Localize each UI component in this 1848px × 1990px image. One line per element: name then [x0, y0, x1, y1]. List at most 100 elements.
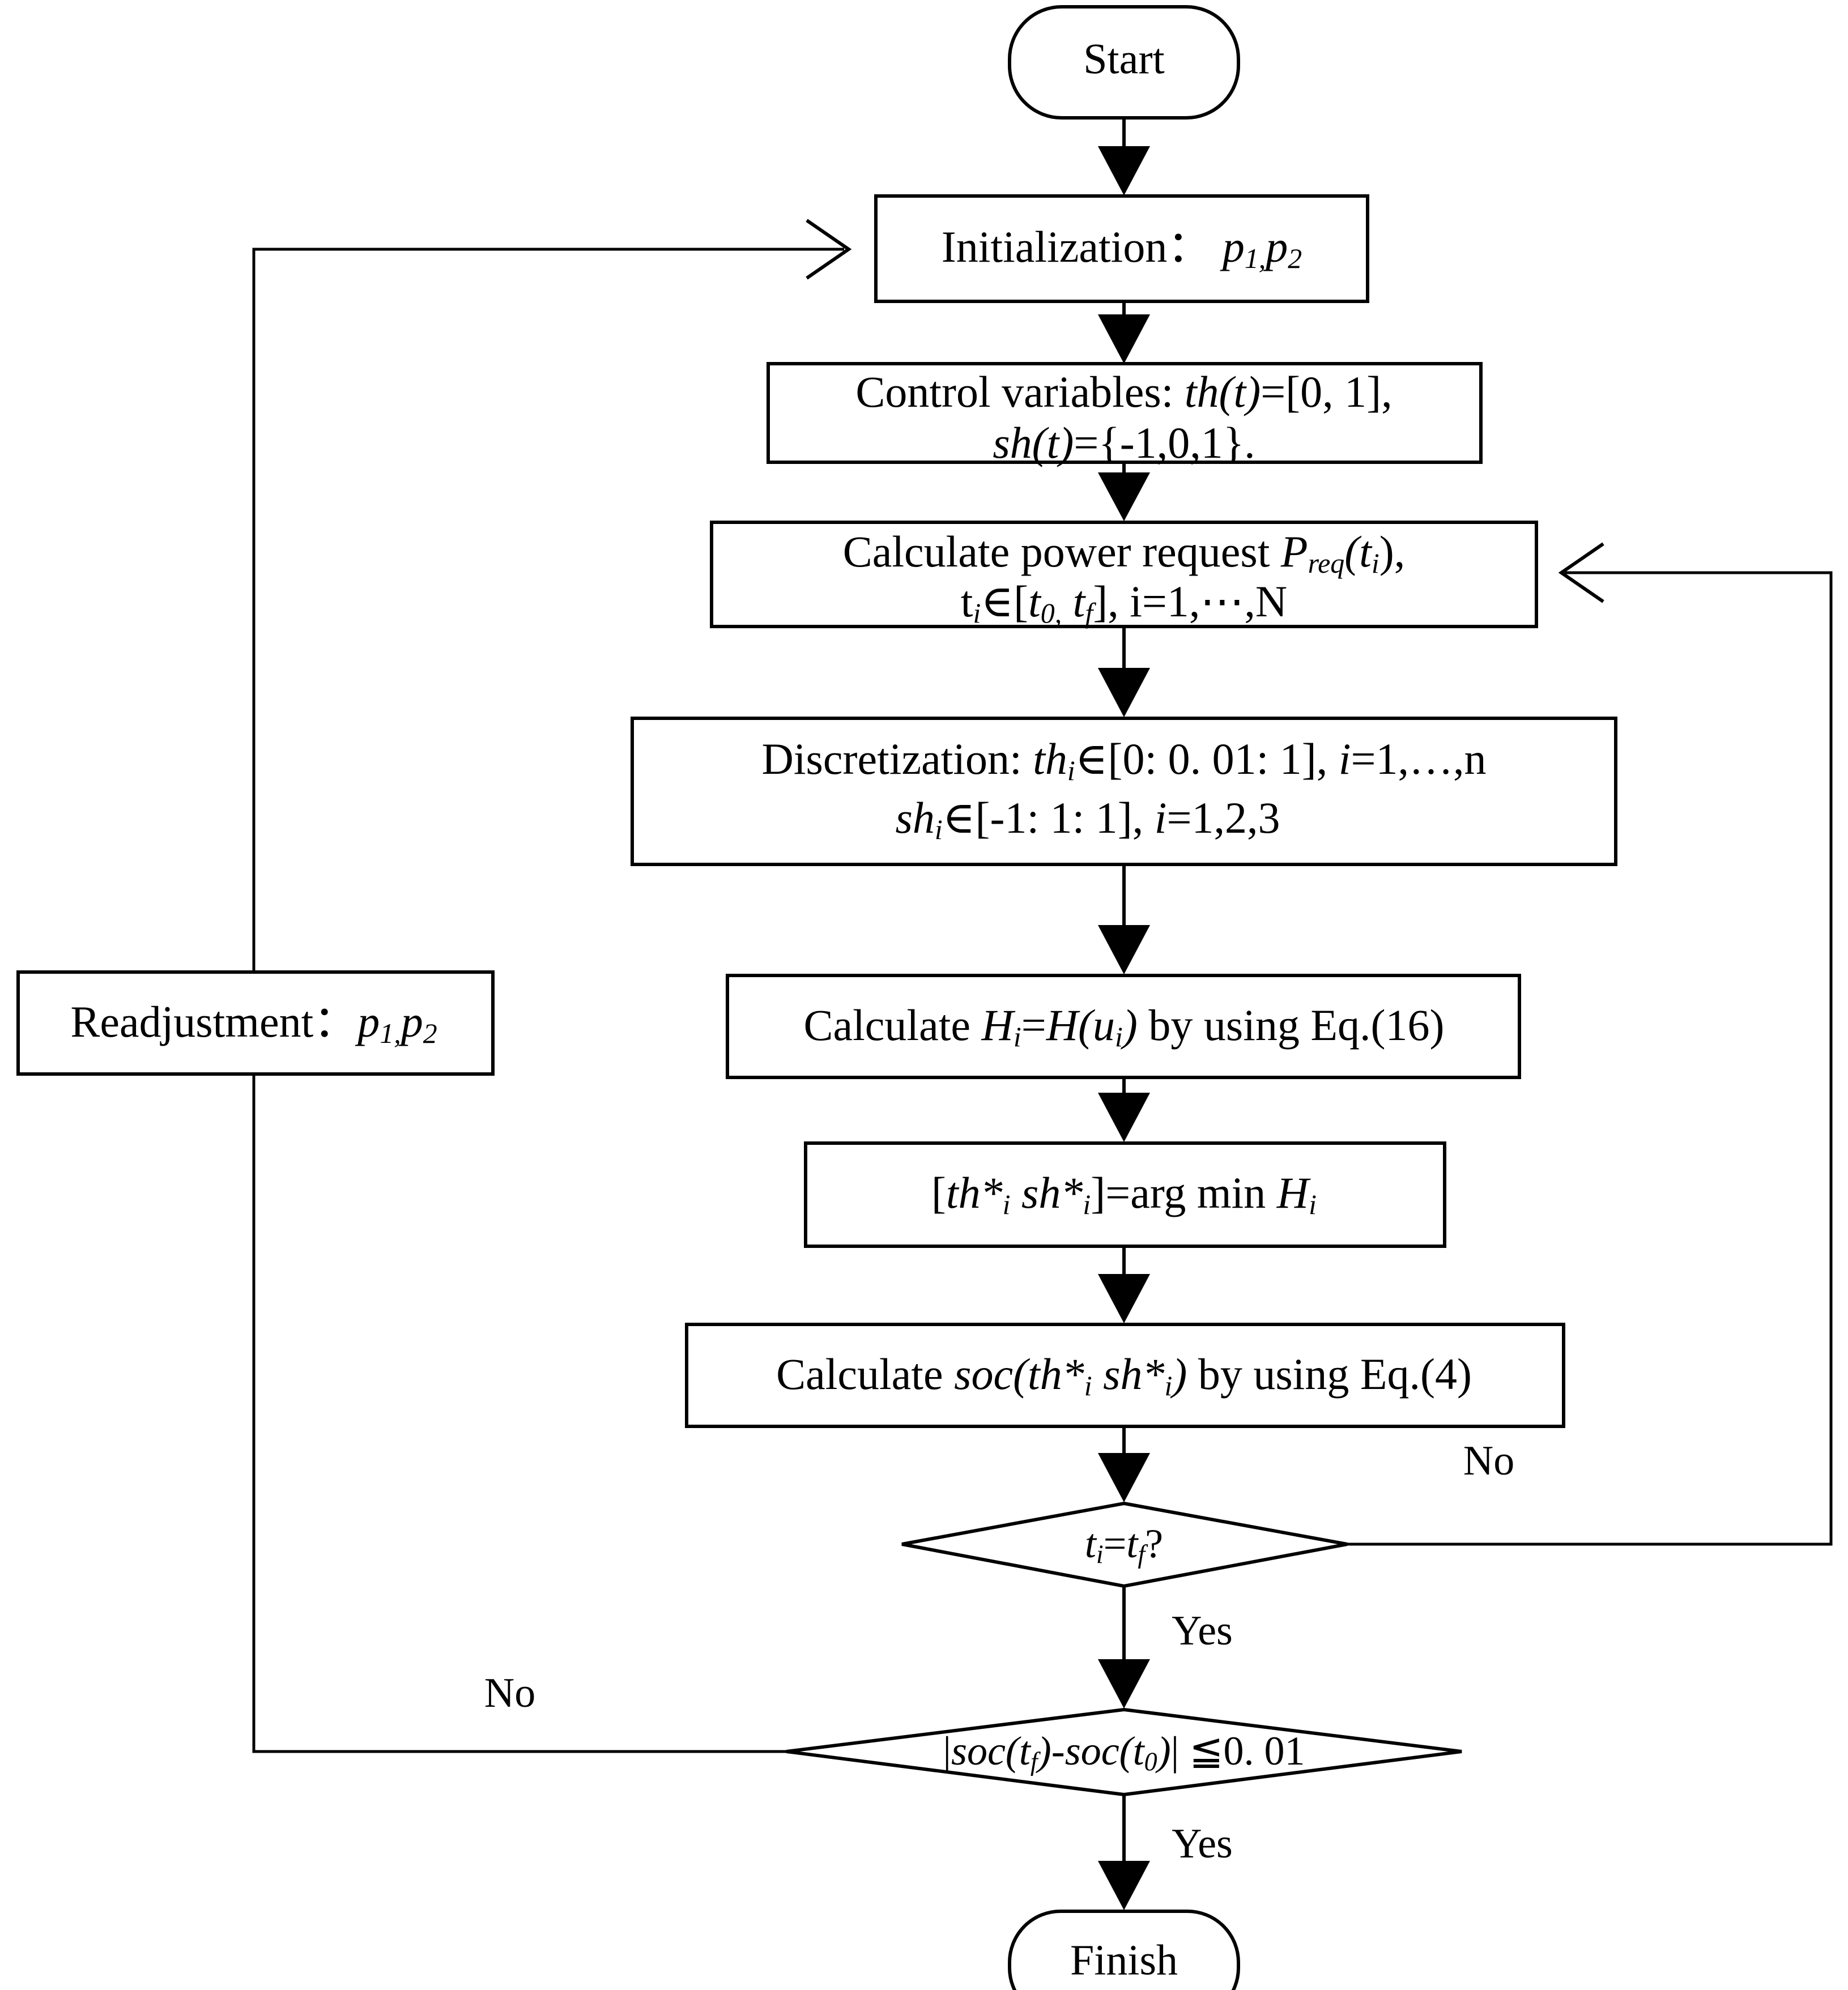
- calculate-power-request-line2: ti∈[t0, tf], i=1,⋯,N: [961, 577, 1287, 629]
- calculate-h-label: Calculate Hi=H(ui) by using Eq.(16): [803, 1000, 1444, 1053]
- initialization-colon: ：: [1167, 222, 1211, 271]
- discretization-line2: shi∈[-1: 1: 1], i=1,2,3: [896, 793, 1280, 846]
- control-variables-line1-rest: =[0, 1],: [1261, 367, 1392, 416]
- calc-h-var2-sub: i: [1115, 1021, 1123, 1052]
- finish-label: Finish: [1070, 1936, 1178, 1984]
- initialization-param2-sub: 2: [1288, 243, 1302, 274]
- cpr-line1-var-sub: req: [1308, 548, 1345, 579]
- edge-arg-min-to-calculate-soc: [1098, 1246, 1150, 1323]
- calc-h-var2: H(u: [1046, 1000, 1115, 1050]
- calc-h-prefix: Calculate: [803, 1000, 981, 1050]
- disc-line1-var: th: [1033, 734, 1067, 783]
- dec-soc-value: 0. 01: [1223, 1728, 1305, 1774]
- edge-calculate-h-to-arg-min: [1098, 1076, 1150, 1142]
- decision-time-label: ti=tf?: [1085, 1521, 1163, 1569]
- dec-time-b: t: [1126, 1521, 1139, 1566]
- decision-soc-label: |soc(tf)-soc(t0)| ≦0. 01: [943, 1728, 1305, 1776]
- argmin-th-sub: i: [1003, 1189, 1011, 1220]
- discretization-line1: Discretization: thi∈[0: 0. 01: 1], i=1,……: [762, 734, 1487, 787]
- node-calculate-h[interactable]: Calculate Hi=H(ui) by using Eq.(16): [726, 974, 1521, 1079]
- dec-soc-0-close: ): [1155, 1728, 1171, 1774]
- start-label: Start: [1083, 35, 1165, 83]
- cpr-line1-prefix: Calculate power request: [843, 527, 1281, 576]
- node-discretization[interactable]: Discretization: thi∈[0: 0. 01: 1], i=1,……: [631, 717, 1617, 866]
- calcsoc-sh-sub: i: [1164, 1370, 1172, 1401]
- node-decision-soc[interactable]: |soc(tf)-soc(t0)| ≦0. 01: [786, 1707, 1462, 1797]
- calcsoc-gap: [1092, 1349, 1104, 1399]
- cpr-line2-b: ∈[: [981, 577, 1028, 626]
- dec-soc-bar-open: |: [943, 1728, 951, 1774]
- readjustment-param1-sub: 1,: [380, 1018, 401, 1049]
- node-initialization[interactable]: Initialization： p1,p2: [874, 194, 1369, 303]
- dec-time-a-sub: i: [1096, 1540, 1104, 1569]
- calc-h-var: H: [981, 1000, 1016, 1050]
- readjustment-colon: ：: [313, 997, 357, 1046]
- edge-calculate-soc-to-decision-time: [1098, 1425, 1150, 1502]
- dec-soc-0: soc(t: [1065, 1728, 1146, 1774]
- calcsoc-sh: sh*: [1103, 1349, 1164, 1399]
- cpr-line1-var-rest: (t: [1344, 527, 1373, 576]
- disc-line1-rest: ∈[0: 0. 01: 1],: [1075, 734, 1339, 783]
- cpr-line1-var: P: [1280, 527, 1308, 576]
- readjustment-prefix: Readjustment: [70, 997, 313, 1046]
- edge-discretization-to-calculate-h: [1098, 864, 1150, 974]
- control-variables-line2-var: sh(t): [993, 418, 1074, 467]
- control-variables-line2: sh(t)={-1,0,1}.: [993, 418, 1255, 467]
- dec-soc-minus: -: [1051, 1728, 1065, 1774]
- disc-line1-i: i: [1339, 734, 1351, 783]
- control-variables-line1-prefix: Control variables:: [855, 367, 1185, 416]
- node-calculate-soc[interactable]: Calculate soc(th*i sh*i) by using Eq.(4): [685, 1323, 1565, 1428]
- node-start[interactable]: Start: [1008, 5, 1240, 120]
- cpr-line2-c: ], i=1,⋯,N: [1093, 577, 1287, 626]
- calc-h-eq: =: [1021, 1000, 1046, 1050]
- calc-h-suffix: by using Eq.(16): [1138, 1000, 1445, 1050]
- calcsoc-soc: soc(: [954, 1349, 1030, 1399]
- calculate-power-request-line1: Calculate power request Preq(ti),: [843, 527, 1406, 579]
- edge-initialization-to-control-variables: [1098, 300, 1150, 364]
- calc-h-var2-end: ): [1121, 1000, 1138, 1050]
- cpr-line2-a: t: [961, 577, 973, 626]
- initialization-param2: p: [1263, 222, 1288, 271]
- cpr-line2-t0: t: [1028, 577, 1042, 626]
- disc-line1-prefix: Discretization:: [762, 734, 1033, 783]
- argmin-h-sub: i: [1309, 1189, 1317, 1220]
- node-arg-min[interactable]: [th*i sh*i]=arg min Hi: [804, 1141, 1446, 1248]
- node-decision-time[interactable]: ti=tf?: [901, 1501, 1348, 1588]
- calcsoc-suffix: by using Eq.(4): [1187, 1349, 1472, 1399]
- disc-line2-i: i: [1155, 793, 1167, 842]
- cpr-line1-var-end: ),: [1379, 527, 1405, 576]
- calcsoc-th: th*: [1028, 1349, 1084, 1399]
- argmin-sh-sub: i: [1083, 1189, 1091, 1220]
- disc-line2-var-sub: i: [935, 814, 943, 845]
- node-calculate-power-request[interactable]: Calculate power request Preq(ti), ti∈[t0…: [710, 521, 1538, 629]
- argmin-rest: =arg min: [1105, 1168, 1277, 1217]
- argmin-th: th*: [946, 1168, 1003, 1217]
- edge-calculate-power-request-to-discretization: [1098, 626, 1150, 717]
- control-variables-line1-var: th(t): [1185, 367, 1261, 416]
- dec-time-a: t: [1085, 1521, 1097, 1566]
- node-control-variables[interactable]: Control variables: th(t)=[0, 1], sh(t)={…: [767, 362, 1483, 467]
- argmin-open: [: [931, 1168, 946, 1217]
- argmin-sh: sh*: [1021, 1168, 1083, 1217]
- arg-min-label: [th*i sh*i]=arg min Hi: [931, 1168, 1317, 1221]
- calc-h-var-sub: i: [1014, 1021, 1021, 1052]
- argmin-close: ]: [1091, 1168, 1105, 1217]
- dec-soc-f-close: ): [1036, 1728, 1051, 1774]
- control-variables-line2-rest: ={-1,0,1}.: [1074, 418, 1255, 467]
- argmin-h: H: [1276, 1168, 1311, 1217]
- node-finish[interactable]: Finish: [1008, 1910, 1240, 1990]
- dec-time-eq: =: [1104, 1521, 1127, 1566]
- readjustment-param2: p: [398, 997, 423, 1046]
- node-readjustment[interactable]: Readjustment：p1,p2: [16, 970, 495, 1076]
- cpr-line1-var-sub2: i: [1372, 548, 1379, 579]
- initialization-prefix: Initialization: [942, 222, 1168, 271]
- argmin-gap: [1011, 1168, 1022, 1217]
- calcsoc-close: ): [1170, 1349, 1187, 1399]
- edge-label-decision-time-no: No: [1463, 1438, 1514, 1484]
- edge-decision-time-no-loop: [1347, 542, 1833, 1546]
- cpr-line2-t0-sub: 0,: [1041, 598, 1062, 629]
- dec-soc-0-sub: 0: [1144, 1747, 1157, 1776]
- cpr-line2-tf: t: [1062, 577, 1087, 626]
- control-variables-line1: Control variables: th(t)=[0, 1],: [855, 367, 1392, 416]
